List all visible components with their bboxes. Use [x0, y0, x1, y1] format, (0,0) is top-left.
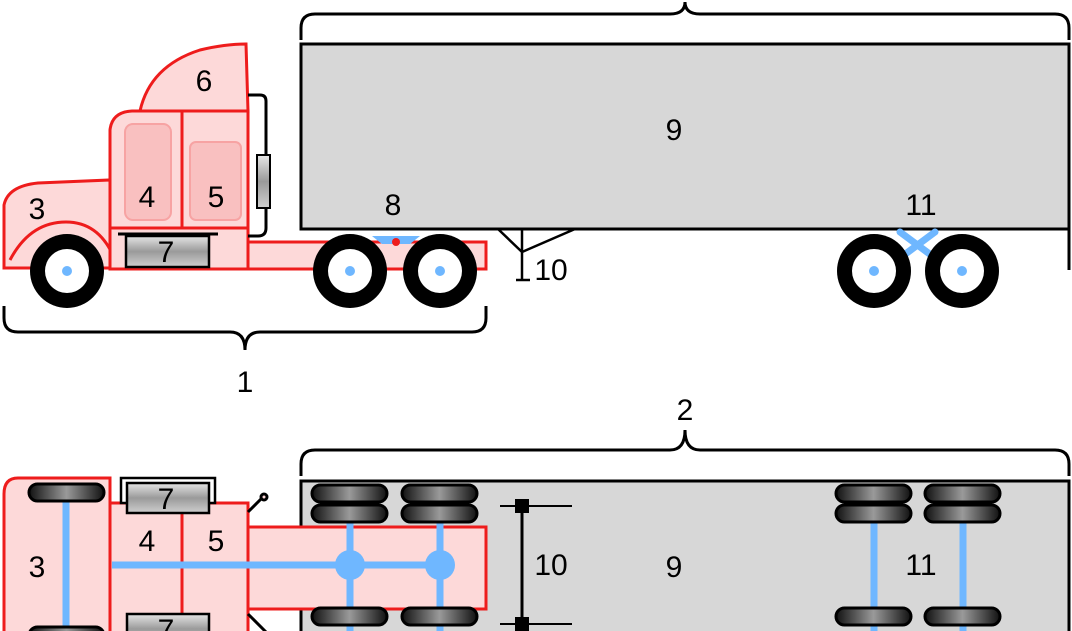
fuel-tank-side	[124, 234, 211, 269]
label-cab-side: 4	[139, 181, 156, 214]
label-fuel-tank-top-lower: 7	[158, 614, 175, 631]
label-fuel-tank-top: 7	[158, 483, 175, 516]
label-landing-gear-top: 10	[534, 549, 567, 582]
label-hood-top: 3	[29, 551, 46, 584]
wheels-side	[30, 234, 999, 308]
front-fender	[8, 220, 117, 261]
label-sleeper-top: 5	[208, 525, 225, 558]
label-trailer-body-top: 9	[666, 551, 683, 584]
fifth-wheel-kingpin	[392, 238, 400, 246]
trailer-body-side	[299, 42, 1071, 231]
tractor-brace	[2, 306, 488, 351]
label-trailer-axles-top: 11	[905, 549, 936, 582]
trailer-wheel-rear	[925, 234, 999, 308]
landing-gear-top	[500, 499, 572, 631]
tires-top	[27, 482, 1002, 631]
steer-wheel	[30, 234, 104, 308]
fairing-side	[138, 42, 250, 113]
label-trailer: 2	[677, 394, 694, 427]
trailer-brace-bottom	[299, 429, 1071, 476]
label-fifth-wheel-side: 8	[385, 189, 402, 222]
landing-gear-side	[497, 227, 576, 282]
label-hood-side: 3	[29, 193, 46, 226]
label-cab-top: 4	[139, 525, 156, 558]
fuel-tank-top-upper-body	[125, 481, 211, 515]
trailer-wheel-front	[837, 234, 911, 308]
label-tractor: 1	[237, 366, 254, 399]
exhaust-muffler	[256, 154, 271, 209]
drive-wheel-front	[313, 234, 387, 308]
label-trailer-body-side: 9	[666, 114, 683, 147]
cab-window	[124, 123, 172, 221]
label-fairing-side: 6	[196, 65, 213, 98]
drive-wheel-rear	[403, 234, 477, 308]
hood-top	[2, 476, 112, 631]
sleeper-window	[189, 141, 242, 221]
mirrors-top	[246, 492, 269, 631]
fuel-tank-top-lower-body	[125, 612, 211, 631]
differential-front	[335, 550, 365, 580]
label-fuel-tank-side: 7	[158, 236, 175, 269]
label-trailer-axles-side: 11	[905, 189, 936, 222]
label-sleeper-side: 5	[208, 181, 225, 214]
label-landing-gear-side: 10	[534, 254, 567, 287]
top-view: 2	[2, 394, 1071, 631]
side-view: 1 3 4 5 6 7 8 9 10 11	[2, 1, 1071, 399]
trailer-brace-top	[299, 1, 1071, 40]
differential-rear	[425, 550, 455, 580]
